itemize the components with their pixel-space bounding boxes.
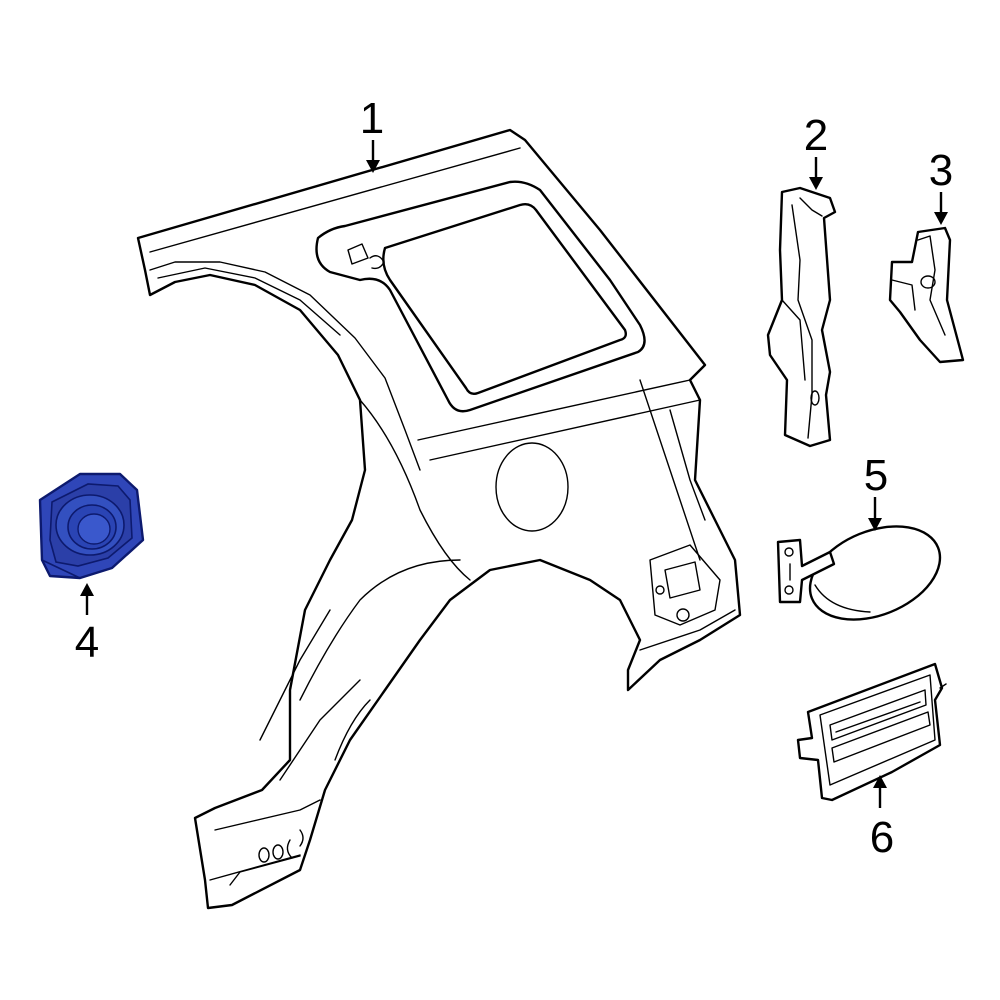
- callout-1: 1: [360, 94, 384, 173]
- callout-5: 5: [864, 451, 888, 531]
- quarter-panel[interactable]: [136, 128, 742, 910]
- callout-2: 2: [804, 111, 828, 190]
- air-vent[interactable]: [796, 662, 947, 802]
- callout-4: 4: [75, 583, 99, 667]
- callout-4-label: 4: [75, 618, 99, 667]
- callout-3: 3: [929, 146, 953, 225]
- rear-bracket[interactable]: [888, 226, 965, 364]
- callout-2-label: 2: [804, 111, 828, 160]
- callout-1-label: 1: [360, 94, 384, 143]
- fuel-door[interactable]: [776, 509, 954, 638]
- callout-6-label: 6: [870, 813, 894, 862]
- callout-5-label: 5: [864, 451, 888, 500]
- fuel-filler-housing[interactable]: [38, 472, 145, 580]
- callout-3-label: 3: [929, 146, 953, 195]
- inner-pillar[interactable]: [766, 186, 837, 448]
- callout-6: 6: [870, 775, 894, 862]
